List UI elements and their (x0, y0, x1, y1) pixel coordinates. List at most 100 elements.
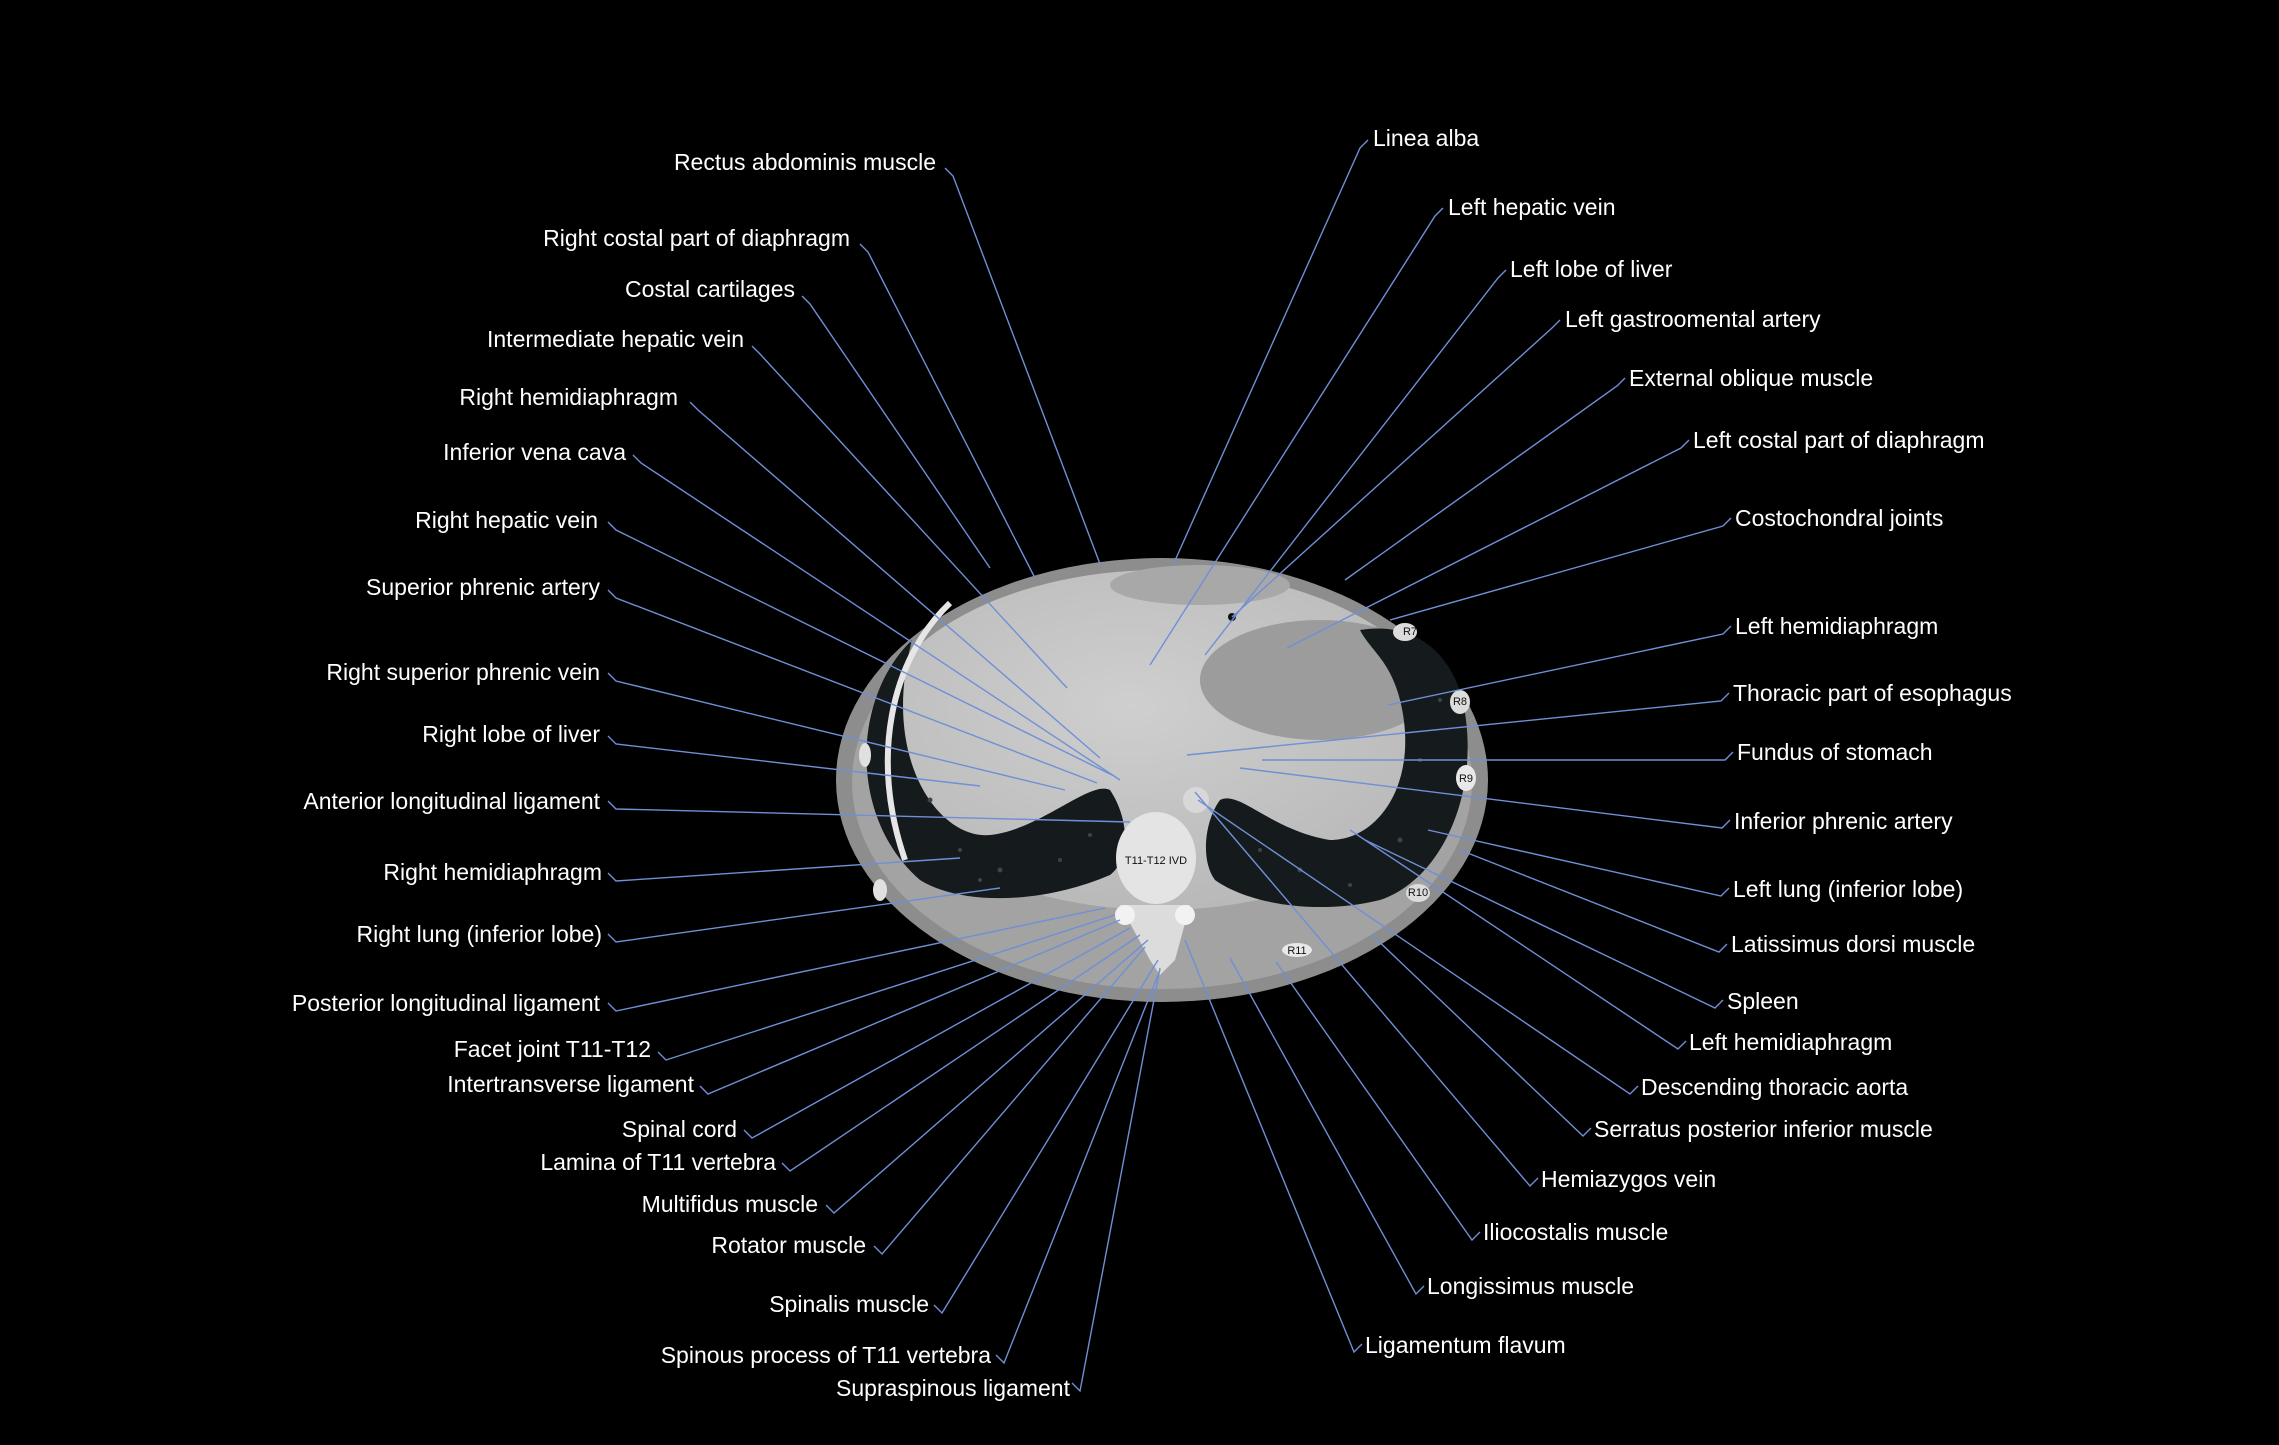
leader-spinal-cord (743, 927, 1131, 1139)
label-right-lung-inferior-lobe: Right lung (inferior lobe) (357, 921, 602, 947)
label-costal-cartilages: Costal cartilages (625, 276, 795, 302)
right-rib (859, 743, 871, 767)
leader-left-lobe-of-liver (1204, 269, 1507, 656)
leader-left-hemidiaphragm (1349, 829, 1687, 1050)
leader-left-hemidiaphragm (1387, 625, 1732, 706)
rib-r11 (1282, 943, 1312, 957)
label-left-lobe-of-liver: Left lobe of liver (1510, 256, 1673, 282)
leader-supraspinous-ligament (1071, 967, 1161, 1393)
leader-spinalis-muscle (933, 959, 1159, 1315)
label-anterior-longitudinal-ligament: Anterior longitudinal ligament (303, 788, 600, 814)
label-right-hemidiaphragm: Right hemidiaphragm (459, 384, 678, 410)
ct-scan-image: T11-T12 IVD (836, 558, 1488, 1002)
leader-left-costal-part-of-diaphragm (1286, 439, 1690, 649)
label-rectus-abdominis-muscle: Rectus abdominis muscle (674, 149, 936, 175)
label-right-costal-part-of-diaphragm: Right costal part of diaphragm (543, 225, 850, 251)
leader-left-gastroomental-artery (1231, 319, 1561, 618)
label-ligamentum-flavum: Ligamentum flavum (1365, 1332, 1566, 1358)
label-left-gastroomental-artery: Left gastroomental artery (1565, 306, 1821, 332)
leader-left-lung-inferior-lobe (1427, 829, 1730, 897)
leader-right-costal-part-of-diaphragm (859, 243, 1036, 579)
rib-tag-r10: R10 (1408, 887, 1428, 899)
leader-fundus-of-stomach (1262, 751, 1734, 761)
label-left-hemidiaphragm: Left hemidiaphragm (1689, 1029, 1892, 1055)
leader-anterior-longitudinal-ligament (607, 800, 1131, 823)
rib-r9 (1456, 765, 1476, 791)
leader-longissimus-muscle (1229, 957, 1425, 1296)
label-thoracic-part-of-esophagus: Thoracic part of esophagus (1733, 680, 2012, 706)
rib-r10 (1406, 884, 1430, 902)
label-left-hemidiaphragm: Left hemidiaphragm (1735, 613, 1938, 639)
left-lung (1205, 628, 1468, 908)
label-descending-thoracic-aorta: Descending thoracic aorta (1641, 1074, 1908, 1100)
leader-ligamentum-flavum (1184, 939, 1363, 1354)
leader-right-hemidiaphragm (607, 857, 961, 882)
leader-linea-alba (1172, 139, 1369, 566)
label-supraspinous-ligament: Supraspinous ligament (836, 1375, 1071, 1401)
leader-right-hepatic-vein (607, 521, 1113, 776)
leader-hemiazygos-vein (1194, 791, 1539, 1188)
label-rotator-muscle: Rotator muscle (711, 1232, 866, 1258)
leader-thoracic-part-of-esophagus (1186, 692, 1730, 756)
leader-right-lung-inferior-lobe (607, 887, 1001, 943)
label-left-hepatic-vein: Left hepatic vein (1448, 194, 1616, 220)
label-longissimus-muscle: Longissimus muscle (1427, 1273, 1634, 1299)
label-multifidus-muscle: Multifidus muscle (642, 1191, 818, 1217)
vertebra-label: T11-T12 IVD (1125, 855, 1187, 867)
label-hemiazygos-vein: Hemiazygos vein (1541, 1166, 1716, 1192)
leader-lamina-of-t11-vertebra (781, 934, 1141, 1172)
leader-facet-joint-t11-t12 (657, 914, 1116, 1061)
leader-left-hepatic-vein (1149, 207, 1444, 666)
label-serratus-posterior-inferior-muscle: Serratus posterior inferior muscle (1594, 1116, 1933, 1142)
leader-iliocostalis-muscle (1275, 961, 1481, 1242)
right-facet (1115, 905, 1135, 925)
label-inferior-vena-cava: Inferior vena cava (443, 439, 626, 465)
leader-rectus-abdominis-muscle (944, 167, 1101, 565)
leader-inferior-vena-cava (632, 454, 1121, 781)
leader-right-superior-phrenic-vein (607, 672, 1066, 791)
label-right-hepatic-vein: Right hepatic vein (415, 507, 598, 533)
leader-spleen (1364, 839, 1724, 1009)
right-lung (866, 640, 1125, 899)
label-spinalis-muscle: Spinalis muscle (769, 1291, 929, 1317)
leader-descending-thoracic-aorta (1197, 799, 1639, 1095)
leader-posterior-longitudinal-ligament (607, 907, 1106, 1012)
label-fundus-of-stomach: Fundus of stomach (1737, 739, 1933, 765)
label-intertransverse-ligament: Intertransverse ligament (447, 1071, 694, 1097)
leader-intermediate-hepatic-vein (751, 345, 1068, 689)
leader-right-lobe-of-liver (607, 735, 981, 787)
label-right-superior-phrenic-vein: Right superior phrenic vein (326, 659, 600, 685)
rib-tag-r8: R8 (1453, 696, 1467, 708)
right-rib-arc (884, 600, 953, 861)
label-superior-phrenic-artery: Superior phrenic artery (366, 574, 600, 600)
leader-costal-cartilages (801, 295, 991, 569)
rib-r7 (1393, 623, 1417, 641)
rib-tag-r7: R7 (1403, 626, 1417, 638)
label-iliocostalis-muscle: Iliocostalis muscle (1483, 1219, 1668, 1245)
label-spinal-cord: Spinal cord (622, 1116, 737, 1142)
label-linea-alba: Linea alba (1373, 125, 1479, 151)
leader-lines (607, 139, 1734, 1393)
rib-tag-r11: R11 (1287, 945, 1306, 957)
label-costochondral-joints: Costochondral joints (1735, 505, 1943, 531)
label-intermediate-hepatic-vein: Intermediate hepatic vein (487, 326, 744, 352)
aorta (1183, 787, 1209, 813)
posterior-elements (1120, 905, 1190, 975)
label-spleen: Spleen (1727, 988, 1799, 1014)
rib-r8 (1450, 690, 1470, 714)
label-left-costal-part-of-diaphragm: Left costal part of diaphragm (1693, 427, 1985, 453)
label-external-oblique-muscle: External oblique muscle (1629, 365, 1873, 391)
label-facet-joint-t11-t12: Facet joint T11-T12 (454, 1036, 651, 1062)
left-facet (1175, 905, 1195, 925)
label-inferior-phrenic-artery: Inferior phrenic artery (1734, 808, 1953, 834)
leader-rotator-muscle (873, 946, 1146, 1256)
leader-right-hemidiaphragm (689, 401, 1101, 759)
leader-superior-phrenic-artery (607, 589, 1098, 784)
leader-spinous-process-of-t11-vertebra (995, 969, 1161, 1365)
leader-intertransverse-ligament (699, 919, 1121, 1095)
label-lamina-of-t11-vertebra: Lamina of T11 vertebra (540, 1149, 776, 1175)
leader-external-oblique-muscle (1344, 377, 1626, 581)
